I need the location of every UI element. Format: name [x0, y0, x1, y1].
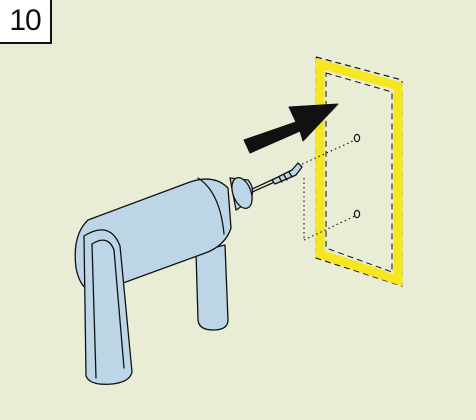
lower-hole-icon	[353, 209, 361, 219]
hole-markers	[353, 133, 361, 219]
drilling-template-icon	[315, 56, 403, 287]
direction-arrow-icon	[243, 103, 339, 154]
alignment-guide-lines	[297, 139, 356, 241]
step-number-badge: 10	[0, 0, 52, 44]
step-number: 10	[9, 4, 41, 37]
upper-hole-icon	[353, 133, 361, 143]
drill-icon	[74, 162, 303, 385]
